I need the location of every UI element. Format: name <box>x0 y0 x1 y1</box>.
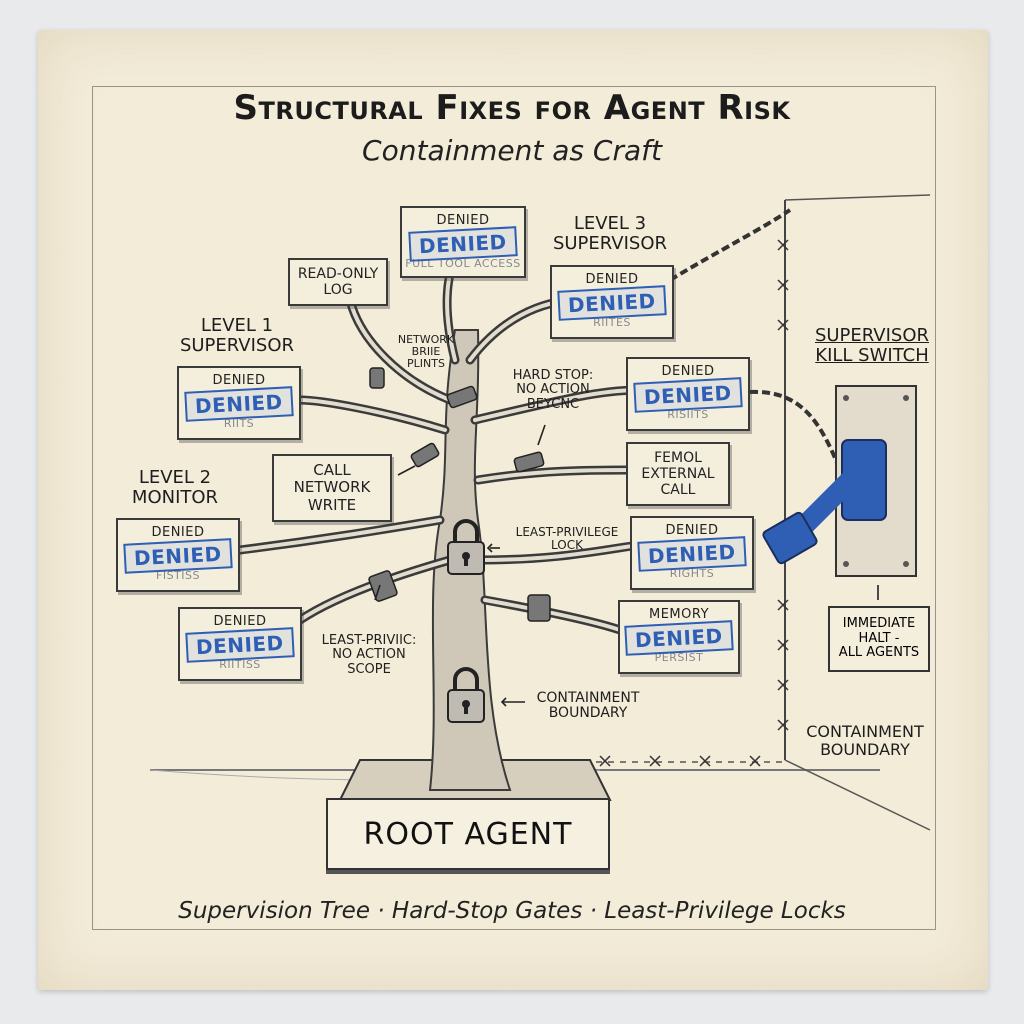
denied-card: DENIED DENIED FULL TOOL ACCESS <box>400 206 526 278</box>
denied-stamp: DENIED <box>185 627 295 663</box>
hard-stop-label: HARD STOP: NO ACTION BEYCNC <box>512 368 594 412</box>
card-faint-text: RIGHTS <box>669 567 715 580</box>
level-2-label: LEVEL 2 MONITOR <box>131 467 219 508</box>
card-label: DENIED <box>436 213 490 228</box>
denied-card: DENIED DENIED RIITS <box>177 366 301 440</box>
card-label: DENIED <box>213 614 267 629</box>
card-label: DENIED <box>151 525 205 540</box>
denied-card: DENIED DENIED FISTISS <box>116 518 240 592</box>
least-privilege-scope-label: LEAST-PRIVIIC: NO ACTION SCOPE <box>321 633 417 677</box>
denied-stamp: DENIED <box>557 285 667 321</box>
read-only-log-card: READ-ONLY LOG <box>288 258 388 306</box>
level-1-label: LEVEL 1 SUPERVISOR <box>179 315 295 356</box>
level-3-label: LEVEL 3 SUPERVISOR <box>552 213 668 254</box>
least-privilege-lock-label: LEAST-PRIVILEGE LOCK <box>515 525 619 553</box>
card-label: DENIED <box>661 364 715 379</box>
card-label: DENIED <box>665 523 719 538</box>
kill-switch-label: SUPERVISOR KILL SWITCH <box>814 325 930 366</box>
boundary-x-marks <box>599 239 789 767</box>
denied-stamp: DENIED <box>408 226 518 262</box>
annotation-arrows <box>374 424 879 707</box>
padlock-icon <box>447 519 485 575</box>
external-call-card: FEMOL EXTERNAL CALL <box>626 442 730 506</box>
padlock-icon <box>447 667 485 723</box>
footer-caption: Supervision Tree · Hard-Stop Gates · Lea… <box>178 898 846 924</box>
branch-bands <box>368 367 551 622</box>
denied-stamp: DENIED <box>633 377 743 413</box>
page-title: Structural Fixes for Agent Risk <box>233 88 791 128</box>
chain <box>668 208 792 282</box>
card-label: MEMORY <box>648 607 710 622</box>
denied-card: DENIED DENIED RIITES <box>550 265 674 339</box>
containment-boundary-right-label: CONTAINMENT BOUNDARY <box>806 722 924 759</box>
root-agent-box: ROOT AGENT <box>326 798 610 870</box>
card-faint-text: FULL TOOL ACCESS <box>405 257 521 270</box>
page-subtitle: Containment as Craft <box>362 134 662 167</box>
denied-stamp: DENIED <box>624 620 734 656</box>
card-faint-text: RIITES <box>593 316 631 329</box>
memory-denied-card: MEMORY DENIED PERSIST <box>618 600 740 674</box>
card-label: DENIED <box>212 373 266 388</box>
immediate-halt-box: IMMEDIATE HALT - ALL AGENTS <box>828 606 930 672</box>
network-label: NETWORK BRIIE PLINTS <box>397 333 455 371</box>
denied-card: DENIED DENIED RIGHTS <box>630 516 754 590</box>
denied-stamp: DENIED <box>184 386 294 422</box>
call-network-write-card: CALL NETWORK WRITE <box>272 454 392 522</box>
chain <box>749 389 842 471</box>
denied-stamp: DENIED <box>123 538 233 574</box>
denied-stamp: DENIED <box>637 536 747 572</box>
containment-boundary-trunk-label: CONTAINMENT BOUNDARY <box>536 690 640 722</box>
kill-switch <box>762 385 917 577</box>
card-faint-text: FISTISS <box>156 569 200 582</box>
inner-frame <box>92 86 936 930</box>
card-faint-text: RIITISS <box>219 658 261 671</box>
denied-card: DENIED DENIED RISIITS <box>626 357 750 431</box>
denied-card: DENIED DENIED RIITISS <box>178 607 302 681</box>
card-faint-text: RISIITS <box>667 408 709 421</box>
card-faint-text: PERSIST <box>654 651 704 664</box>
card-label: DENIED <box>585 272 639 287</box>
card-faint-text: RIITS <box>223 417 255 430</box>
